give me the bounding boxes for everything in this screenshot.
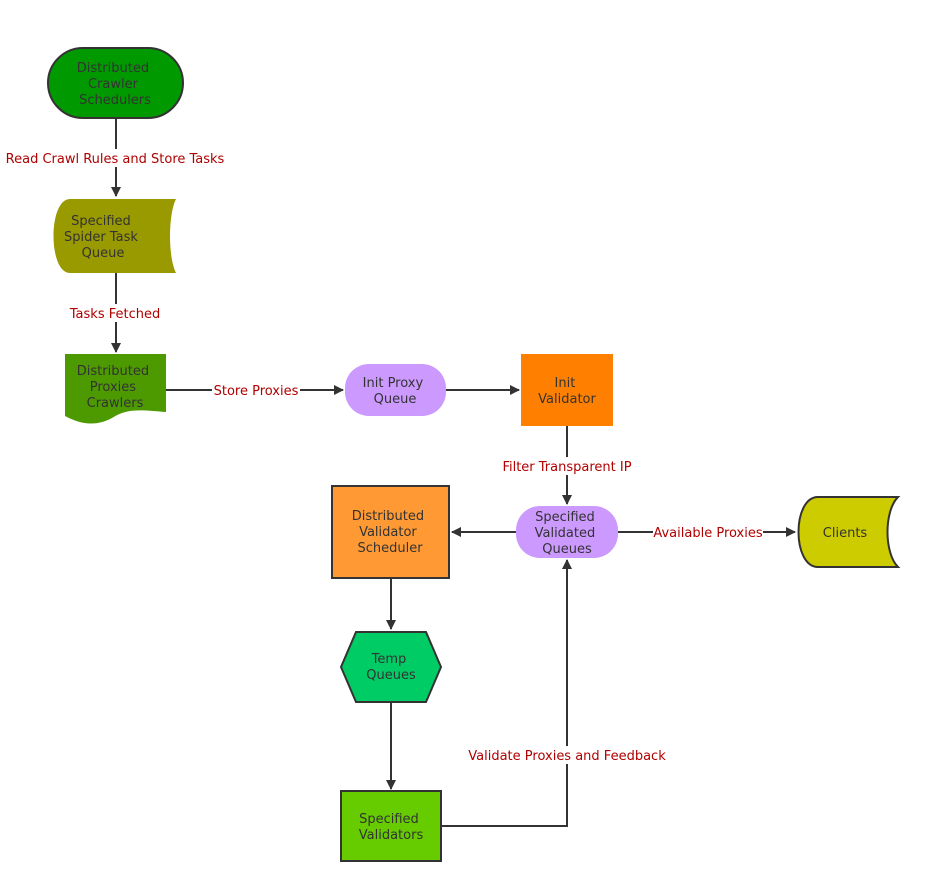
node-label-line: Crawlers [87,396,144,411]
node-clients-shape [797,496,901,568]
node-label-line: Specified [71,214,131,229]
node-init-proxy-queue[interactable]: Init Proxy Queue [345,364,446,416]
node-init-validator-shape [521,354,613,426]
node-label-line: Distributed [77,61,149,76]
node-validator-scheduler[interactable]: Distributed Validator Scheduler [331,485,450,579]
node-label-line: Validator [359,525,417,540]
node-label-line: Spider Task [64,230,138,245]
node-proxies-crawlers-shape [65,354,166,424]
node-label-line: Init Proxy [363,376,424,391]
node-label-line: Scheduler [357,541,423,556]
node-label-line: Temp [371,652,407,667]
edge-label-validate-feedback: Validate Proxies and Feedback [468,749,666,764]
node-specified-validators[interactable]: Specified Validators [340,790,442,862]
node-label-line: Queues [366,668,416,683]
node-spider-task-queue[interactable]: Specified Spider Task Queue [53,199,177,273]
node-label-line: Crawler [88,77,139,92]
node-proxies-crawlers[interactable]: Distributed Proxies Crawlers [65,354,166,424]
edge-label-available-proxies: Available Proxies [653,526,763,541]
node-crawler-schedulers-label: Distributed Crawler Schedulers [77,61,153,108]
node-validator-scheduler-shape [331,485,450,579]
node-init-proxy-queue-shape [345,364,446,416]
node-label-line: Specified [359,812,419,827]
node-temp-queues[interactable]: Temp Queues [339,631,443,703]
node-label-line: Validator [538,392,596,407]
node-init-validator-label: Init Validator [538,376,596,407]
node-label-line: Distributed [352,509,424,524]
node-temp-queues-shape [339,631,443,703]
node-label-line: Queues [542,542,592,557]
edge-label-filter-transparent: Filter Transparent IP [502,460,631,475]
node-label-line: Queue [374,392,417,407]
nodes: Distributed Crawler Schedulers Specified… [47,47,901,862]
edges [111,118,796,827]
node-validated-queues[interactable]: Specified Validated Queues [516,506,618,558]
node-init-validator[interactable]: Init Validator [521,354,613,426]
node-clients[interactable]: Clients [797,496,901,568]
node-crawler-schedulers-shape [47,47,184,119]
node-spider-task-queue-shape [53,199,176,273]
edge-label-tasks-fetched: Tasks Fetched [69,307,160,322]
node-validator-scheduler-label: Distributed Validator Scheduler [352,509,428,556]
node-label-line: Init [555,376,576,391]
node-validated-queues-label: Specified Validated Queues [535,510,600,557]
node-proxies-crawlers-label: Distributed Proxies Crawlers [77,364,153,411]
edge-labels: Read Crawl Rules and Store Tasks Tasks F… [6,149,763,764]
node-label-line: Proxies [90,380,137,395]
node-label-line: Specified [535,510,595,525]
edge-label-store-proxies: Store Proxies [214,384,299,399]
node-clients-label: Clients [823,526,868,541]
node-temp-queues-label: Temp Queues [366,652,416,683]
node-specified-validators-label: Specified Validators [359,812,424,843]
node-label-line: Schedulers [79,93,151,108]
node-label-line: Clients [823,526,868,541]
edge-label-read-rules: Read Crawl Rules and Store Tasks [6,152,225,167]
node-validated-queues-shape [516,506,618,558]
edge-specified-validators-to-validated-queues [441,559,572,827]
node-crawler-schedulers[interactable]: Distributed Crawler Schedulers [47,47,184,119]
node-label-line: Queue [82,246,125,261]
node-spider-task-queue-label: Specified Spider Task Queue [64,214,142,261]
node-init-proxy-queue-label: Init Proxy Queue [363,376,428,407]
node-label-line: Distributed [77,364,149,379]
node-label-line: Validated [535,526,596,541]
node-specified-validators-shape [340,790,442,862]
node-label-line: Validators [359,828,424,843]
